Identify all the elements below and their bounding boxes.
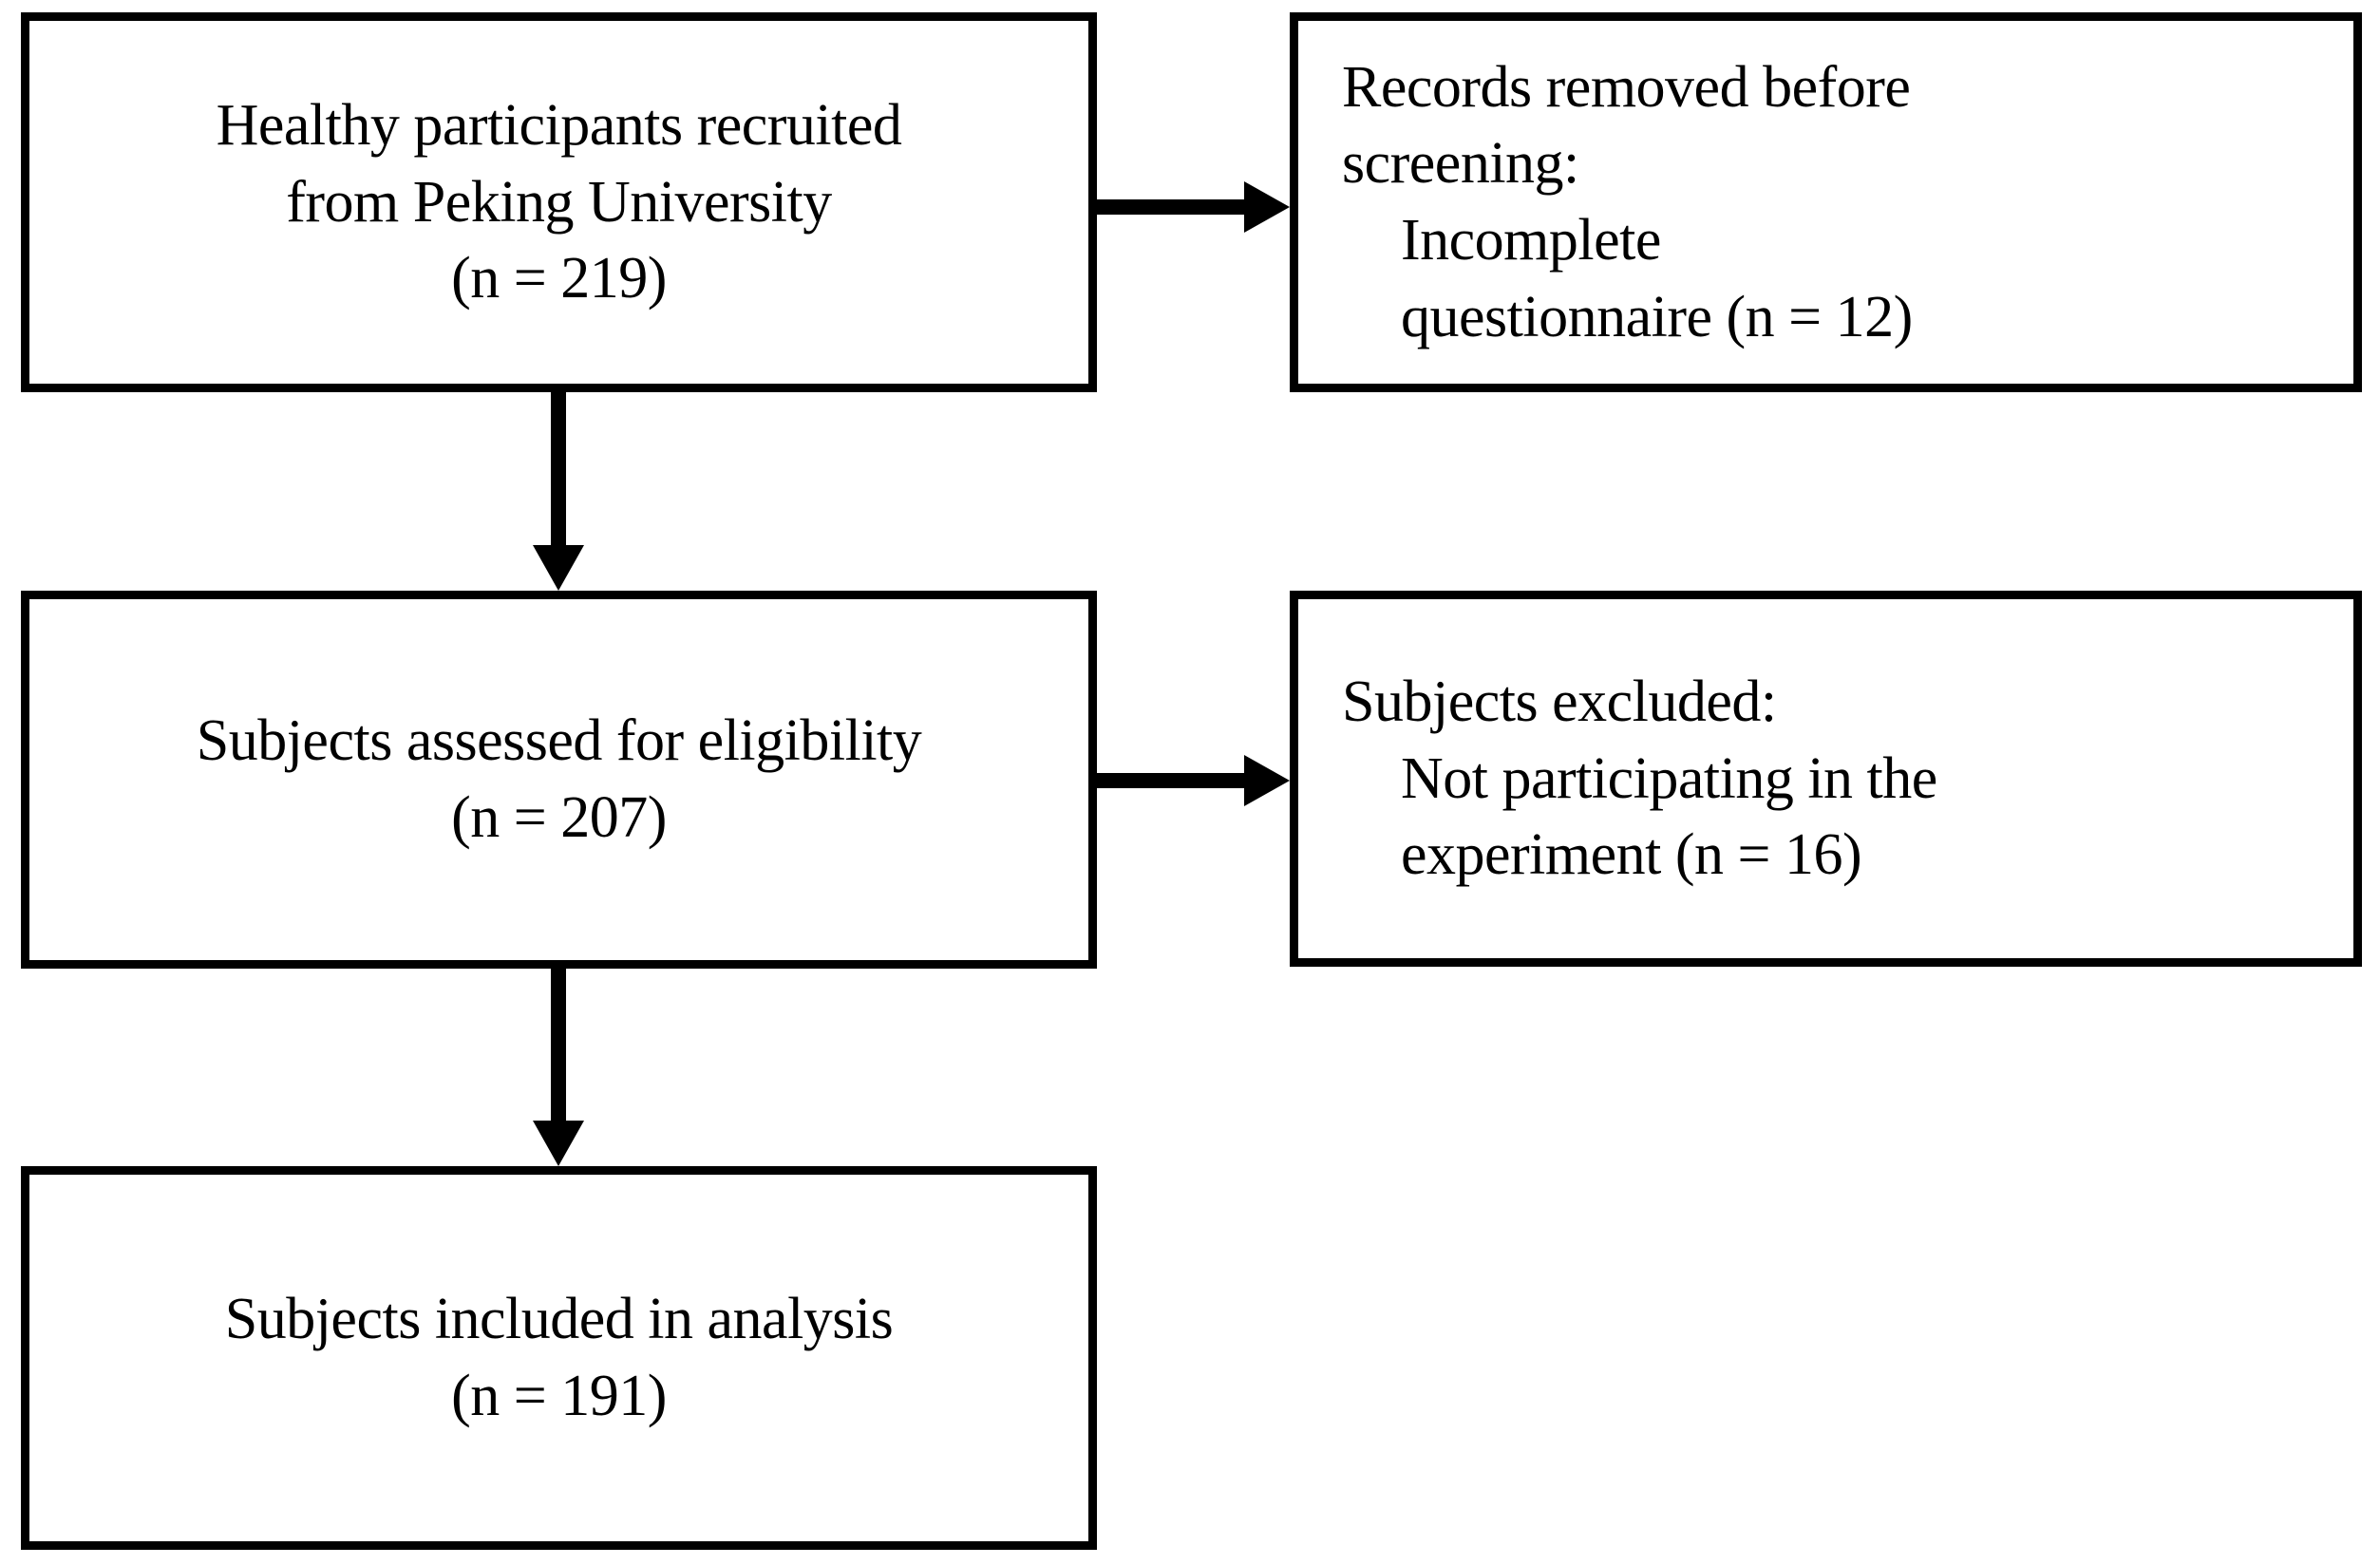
node-count-label: (n = 191) [451, 1364, 667, 1428]
node-subjects-included-in-analysis: Subjects included in analysis (n = 191) [21, 1166, 1097, 1550]
arrow-shaft [1097, 199, 1256, 215]
node-records-removed-before-screening: Records removed before screening: Incomp… [1290, 12, 2362, 392]
node-subjects-assessed-for-eligibility: Subjects assessed for eligibility (n = 2… [21, 591, 1097, 969]
node-healthy-participants-recruited: Healthy participants recruited from Peki… [21, 12, 1097, 392]
arrow-shaft [551, 392, 566, 558]
node-text-block: Subjects assessed for eligibility (n = 2… [29, 703, 1088, 856]
node-line: screening: [1342, 131, 1579, 197]
node-line: Subjects assessed for eligibility [196, 708, 922, 774]
arrow-head-right-icon [1244, 755, 1290, 806]
node-subjects-excluded: Subjects excluded: Not participating in … [1290, 591, 2362, 967]
node-text-block: Records removed before screening: Incomp… [1342, 49, 2329, 355]
node-text-block: Subjects excluded: Not participating in … [1342, 664, 2329, 894]
node-line: Subjects included in analysis [224, 1287, 894, 1352]
node-line-indented: Not participating in the [1401, 745, 1937, 811]
node-count-label: questionnaire (n = 12) [1401, 284, 1913, 349]
node-line: from Peking University [286, 169, 832, 235]
node-count-label: (n = 207) [451, 785, 667, 850]
arrow-right-recruited-to-removed [1097, 181, 1290, 233]
node-line: Subjects excluded: [1342, 669, 1777, 735]
node-count-label: experiment (n = 16) [1401, 822, 1862, 888]
node-line-indented: Incomplete [1401, 208, 1661, 273]
arrow-head-down-icon [533, 1121, 584, 1166]
node-text-block: Subjects included in analysis (n = 191) [29, 1281, 1088, 1434]
arrow-head-right-icon [1244, 181, 1290, 233]
arrow-down-recruited-to-eligibility [533, 392, 584, 591]
arrow-down-eligibility-to-included [533, 969, 584, 1166]
arrow-shaft [1097, 773, 1256, 788]
arrow-head-down-icon [533, 545, 584, 591]
node-text-block: Healthy participants recruited from Peki… [29, 87, 1088, 317]
arrow-right-eligibility-to-excluded [1097, 755, 1290, 806]
node-line: Records removed before [1342, 54, 1911, 120]
node-line: Healthy participants recruited [216, 93, 902, 159]
node-count-label: (n = 219) [451, 246, 667, 311]
arrow-shaft [551, 969, 566, 1134]
